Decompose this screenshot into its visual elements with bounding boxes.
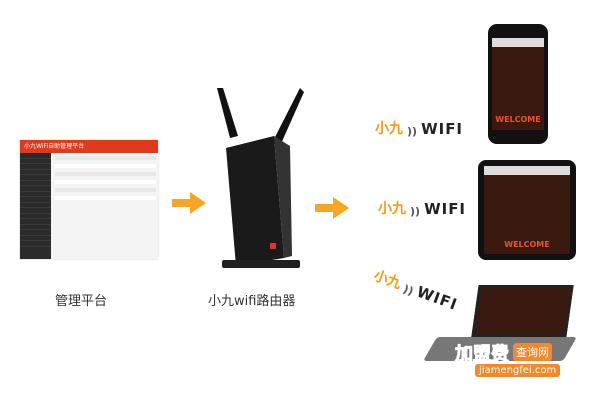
phone-screen-text: WELCOME	[495, 115, 541, 125]
smartphone-image: WELCOME	[488, 24, 548, 144]
admin-panel-title: 小九WiFi自助管理平台	[24, 143, 85, 150]
wifi-signal-icon: ))	[410, 205, 421, 218]
router-image	[217, 88, 304, 268]
router-label: 小九wifi路由器	[208, 294, 296, 309]
wifi-label-en: WIFI	[424, 200, 467, 218]
wifi-label: 小九))WIFI	[378, 198, 466, 218]
tablet-screen-text: WELCOME	[504, 239, 550, 249]
watermark-url: jiamengfei.com	[475, 364, 561, 377]
admin-panel-header: 小九WiFi自助管理平台	[20, 140, 158, 153]
watermark-tag: 查询网	[513, 343, 552, 361]
wifi-label-cn: 小九	[375, 121, 403, 137]
arrow-right-icon	[315, 197, 349, 219]
watermark-logo: 加盟费 查询网 jiamengfei.com	[455, 340, 575, 385]
wifi-label-cn: 小九	[371, 267, 404, 293]
wifi-label-cn: 小九	[378, 201, 406, 217]
admin-panel-screenshot: 小九WiFi自助管理平台	[20, 140, 158, 259]
platform-label: 管理平台	[55, 294, 108, 309]
tablet-image: WELCOME	[478, 160, 576, 260]
arrow-right-icon	[172, 192, 206, 214]
admin-content	[55, 156, 156, 204]
wifi-signal-icon: ))	[407, 125, 418, 138]
wifi-signal-icon: ))	[401, 282, 416, 299]
wifi-label: 小九))WIFI	[375, 118, 463, 138]
wifi-label-en: WIFI	[421, 120, 464, 138]
admin-sidebar	[20, 153, 51, 259]
watermark-brand: 加盟费	[455, 344, 510, 366]
